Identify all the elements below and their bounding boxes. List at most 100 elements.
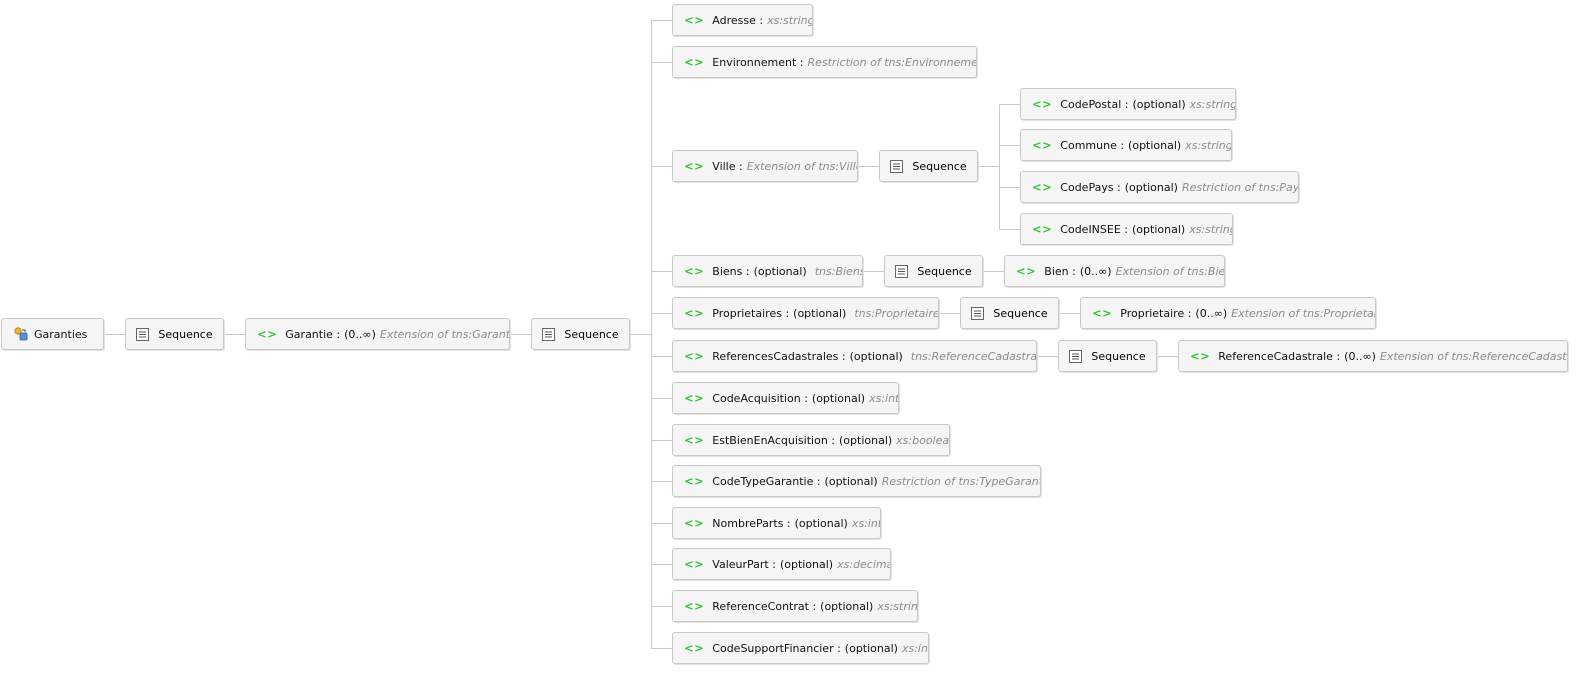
element-type: xs:int [851, 516, 881, 530]
element-icon: <> [684, 55, 705, 69]
element-icon: <> [684, 159, 705, 173]
sequence-node[interactable]: Sequence [884, 255, 983, 287]
element-occurrence: (0..∞) [344, 327, 376, 341]
element-icon: <> [684, 641, 705, 655]
element-references-cadastrales[interactable]: <> ReferencesCadastrales : (optional) tn… [672, 340, 1037, 372]
element-name: CodeINSEE [1060, 222, 1121, 236]
element-bien[interactable]: <> Bien : (0..∞) Extension of tns:Bien [1004, 255, 1225, 287]
sequence-label: Sequence [993, 306, 1048, 320]
sequence-icon [895, 264, 909, 278]
root-element-garanties[interactable]: Garanties [1, 318, 104, 350]
sequence-label: Sequence [912, 159, 967, 173]
element-icon: <> [257, 327, 278, 341]
element-occurrence: (optional) [1128, 138, 1182, 152]
element-ville[interactable]: <> Ville : Extension of tns:Ville [672, 150, 858, 182]
element-icon: <> [684, 13, 705, 27]
element-occurrence: (optional) [794, 516, 848, 530]
element-icon: <> [684, 474, 705, 488]
element-code-support-financier[interactable]: <> CodeSupportFinancier : (optional) xs:… [672, 632, 929, 664]
element-icon: <> [684, 391, 705, 405]
sequence-node[interactable]: Sequence [879, 150, 978, 182]
sequence-icon [136, 327, 150, 341]
sequence-icon [971, 306, 985, 320]
element-type: xs:int [869, 391, 899, 405]
element-name: ValeurPart [712, 557, 769, 571]
sequence-label: Sequence [158, 327, 213, 341]
element-icon: <> [684, 264, 705, 278]
element-type: Restriction of tns:TypeGarantie [881, 474, 1041, 488]
sequence-label: Sequence [564, 327, 619, 341]
sequence-node[interactable]: Sequence [531, 318, 630, 350]
element-nombre-parts[interactable]: <> NombreParts : (optional) xs:int [672, 507, 881, 539]
element-name: ReferencesCadastrales [712, 349, 839, 363]
sequence-node[interactable]: Sequence [125, 318, 224, 350]
element-code-acquisition[interactable]: <> CodeAcquisition : (optional) xs:int [672, 382, 899, 414]
element-name: Bien [1044, 264, 1069, 278]
element-commune[interactable]: <> Commune : (optional) xs:string [1020, 129, 1232, 161]
element-type: xs:string [877, 599, 918, 613]
element-type: Restriction of tns:Environnement [807, 55, 977, 69]
element-reference-contrat[interactable]: <> ReferenceContrat : (optional) xs:stri… [672, 590, 918, 622]
element-occurrence: (0..∞) [1079, 264, 1112, 278]
element-icon: <> [1032, 222, 1053, 236]
element-code-insee[interactable]: <> CodeINSEE : (optional) xs:string [1020, 213, 1233, 245]
element-icon: <> [1016, 264, 1037, 278]
element-name: CodeTypeGarantie [712, 474, 814, 488]
element-type: xs:string [1189, 222, 1233, 236]
sequence-icon [1069, 349, 1083, 363]
element-type: xs:decimal [837, 557, 891, 571]
element-type: xs:boolean [896, 433, 950, 447]
element-type: xs:string [1189, 97, 1236, 111]
element-est-bien-en-acquisition[interactable]: <> EstBienEnAcquisition : (optional) xs:… [672, 424, 950, 456]
element-type: Restriction of tns:Pays [1181, 180, 1299, 194]
sequence-node[interactable]: Sequence [960, 297, 1059, 329]
sequence-label: Sequence [917, 264, 972, 278]
element-icon: <> [684, 516, 705, 530]
element-biens[interactable]: <> Biens : (optional) tns:Biens [672, 255, 863, 287]
element-name: CodeAcquisition [712, 391, 801, 405]
element-code-type-garantie[interactable]: <> CodeTypeGarantie : (optional) Restric… [672, 465, 1041, 497]
element-occurrence: (optional) [753, 264, 807, 278]
element-type: Extension of tns:Garantie [379, 327, 510, 341]
element-icon: <> [684, 599, 705, 613]
element-name: NombreParts [712, 516, 784, 530]
element-occurrence: (optional) [1124, 180, 1178, 194]
element-type: Extension of tns:ReferenceCadastrale [1379, 349, 1568, 363]
element-type: xs:int [901, 641, 928, 655]
element-type: tns:Proprietaires [854, 306, 939, 320]
root-label: Garanties [34, 327, 88, 341]
element-occurrence: (optional) [793, 306, 847, 320]
element-reference-cadastrale[interactable]: <> ReferenceCadastrale : (0..∞) Extensio… [1178, 340, 1568, 372]
element-icon: <> [684, 557, 705, 571]
element-type: Extension of tns:Bien [1115, 264, 1225, 278]
element-garantie[interactable]: <> Garantie : (0..∞) Extension of tns:Ga… [245, 318, 510, 350]
element-name: EstBienEnAcquisition [712, 433, 828, 447]
element-name: CodeSupportFinancier [712, 641, 834, 655]
element-proprietaire[interactable]: <> Proprietaire : (0..∞) Extension of tn… [1080, 297, 1376, 329]
element-code-pays[interactable]: <> CodePays : (optional) Restriction of … [1020, 171, 1299, 203]
element-icon: <> [684, 433, 705, 447]
element-adresse[interactable]: <> Adresse : xs:string [672, 4, 813, 36]
element-name: CodePays [1060, 180, 1114, 194]
sequence-node[interactable]: Sequence [1058, 340, 1157, 372]
element-name: Biens [712, 264, 743, 278]
element-occurrence: (optional) [820, 599, 874, 613]
element-code-postal[interactable]: <> CodePostal : (optional) xs:string [1020, 88, 1236, 120]
element-valeur-part[interactable]: <> ValeurPart : (optional) xs:decimal [672, 548, 891, 580]
element-occurrence: (0..∞) [1344, 349, 1376, 363]
element-proprietaires[interactable]: <> Proprietaires : (optional) tns:Propri… [672, 297, 939, 329]
element-occurrence: (optional) [824, 474, 878, 488]
element-name: ReferenceCadastrale [1218, 349, 1333, 363]
element-name: Ville [712, 159, 736, 173]
element-name: Commune [1060, 138, 1117, 152]
element-occurrence: (optional) [1132, 97, 1186, 111]
element-environnement[interactable]: <> Environnement : Restriction of tns:En… [672, 46, 977, 78]
element-name: ReferenceContrat [712, 599, 809, 613]
element-name: Garantie [285, 327, 333, 341]
sequence-label: Sequence [1091, 349, 1146, 363]
element-icon: <> [684, 306, 705, 320]
element-type: Extension of tns:Proprietaire [1231, 306, 1376, 320]
element-icon: <> [1190, 349, 1211, 363]
